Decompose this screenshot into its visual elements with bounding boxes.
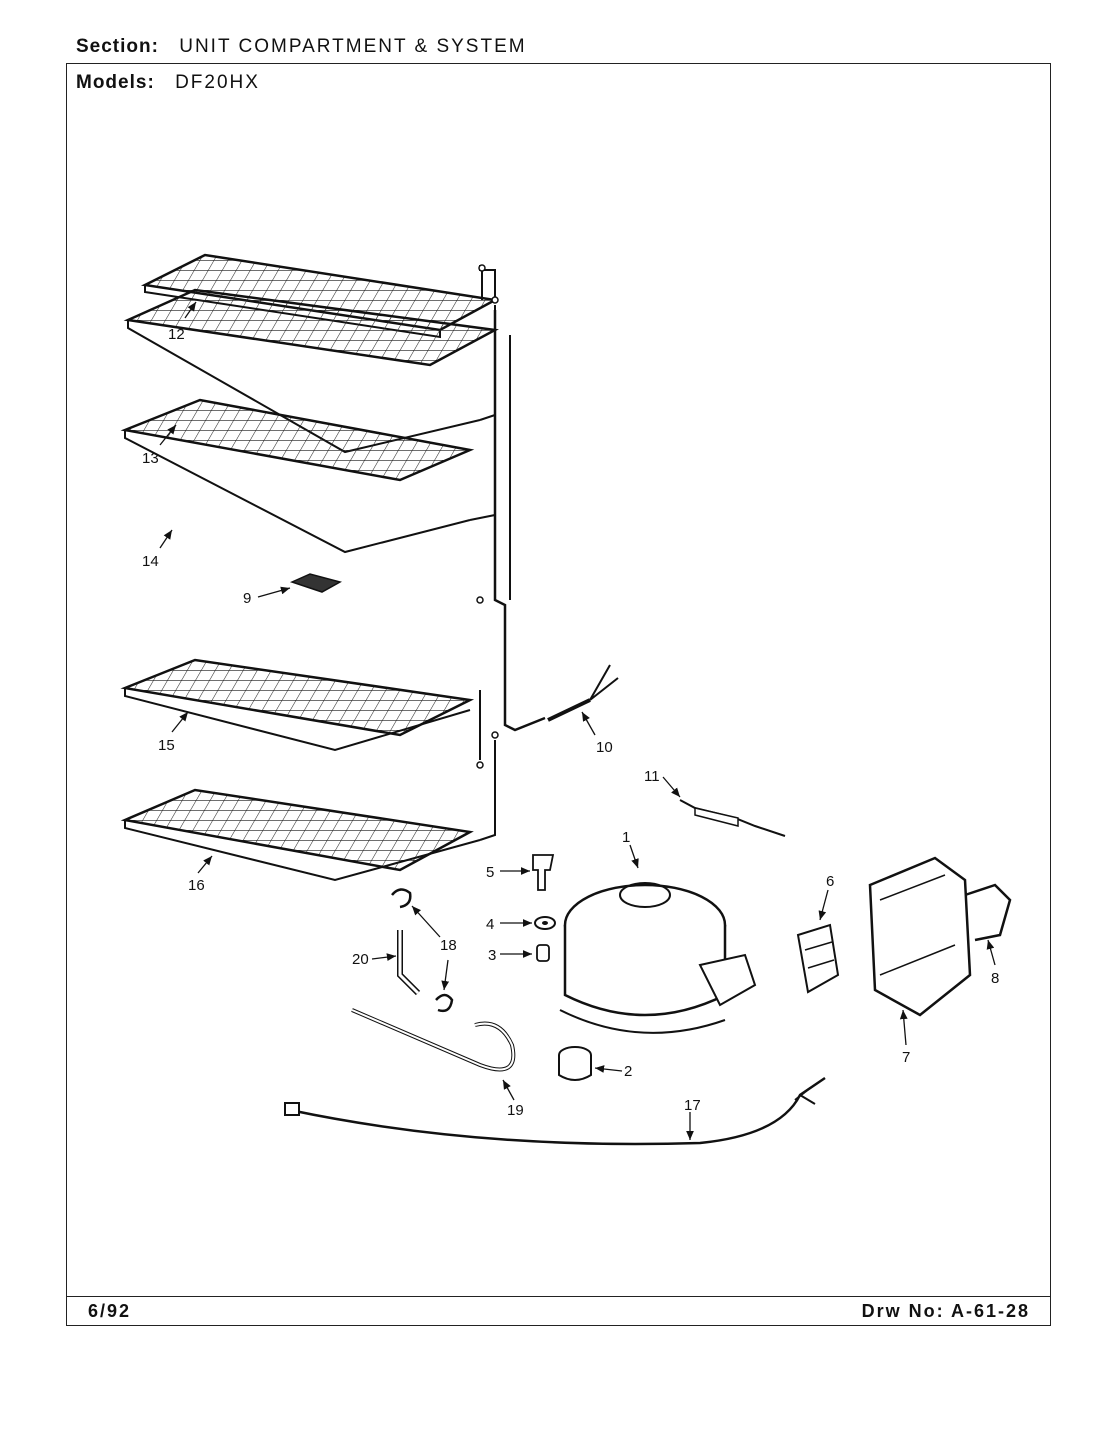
footer-divider <box>66 1296 1051 1297</box>
part-6-relay <box>796 923 840 994</box>
models-label: Models: <box>76 72 155 93</box>
part-8-clip <box>964 883 1012 942</box>
part-5-bolt <box>532 854 555 891</box>
callout-3: 3 <box>488 947 496 964</box>
callout-10: 10 <box>596 739 613 756</box>
callout-19: 19 <box>507 1102 524 1119</box>
models-value: DF20HX <box>175 72 260 93</box>
drawing-number: Drw No: A-61-28 <box>861 1301 1030 1321</box>
callout-17: 17 <box>684 1097 701 1114</box>
callout-14: 14 <box>142 553 159 570</box>
part-10-tube <box>547 664 619 722</box>
callout-16: 16 <box>188 877 205 894</box>
callout-1: 1 <box>622 829 630 846</box>
part-18-clamp <box>391 888 454 1013</box>
part-9-block <box>289 573 342 593</box>
callout-6: 6 <box>826 873 834 890</box>
refrigerant-tubing <box>493 310 546 732</box>
callout-8: 8 <box>991 970 999 987</box>
callout-5: 5 <box>486 864 494 881</box>
section-row: Section: UNIT COMPARTMENT & SYSTEM <box>76 36 527 58</box>
callout-20: 20 <box>352 951 369 968</box>
evaporator-shelf-16 <box>120 731 499 882</box>
section-label: Section: <box>76 36 159 57</box>
revision-date: 6/92 <box>88 1301 132 1321</box>
callout-7: 7 <box>902 1049 910 1066</box>
section-value: UNIT COMPARTMENT & SYSTEM <box>179 36 527 57</box>
part-4-washer <box>534 916 556 930</box>
callout-4: 4 <box>486 916 494 933</box>
part-20-tube <box>397 930 421 996</box>
part-2-grommet <box>558 1046 592 1081</box>
part-11-drier <box>679 799 786 837</box>
callout-15: 15 <box>158 737 175 754</box>
drawing-frame <box>66 63 1051 1326</box>
compressor-1 <box>559 882 757 1034</box>
part-19-hose <box>351 1008 516 1072</box>
callout-9: 9 <box>243 590 251 607</box>
callout-11: 11 <box>644 768 660 785</box>
part-3-sleeve <box>536 944 550 962</box>
callout-2: 2 <box>624 1063 632 1080</box>
part-7-cover <box>868 856 972 1017</box>
evaporator-shelf-14 <box>120 398 496 604</box>
callout-13: 13 <box>142 450 159 467</box>
callout-12: 12 <box>168 326 185 343</box>
callout-18: 18 <box>440 937 457 954</box>
models-row: Models: DF20HX <box>76 72 260 94</box>
part-17-wire-harness <box>284 1076 826 1146</box>
evaporator-shelf-15 <box>120 658 484 769</box>
callout-labels: 12 13 14 9 15 16 10 11 1 5 4 3 2 6 7 8 1… <box>142 326 999 1119</box>
callout-leaders <box>159 301 996 1140</box>
